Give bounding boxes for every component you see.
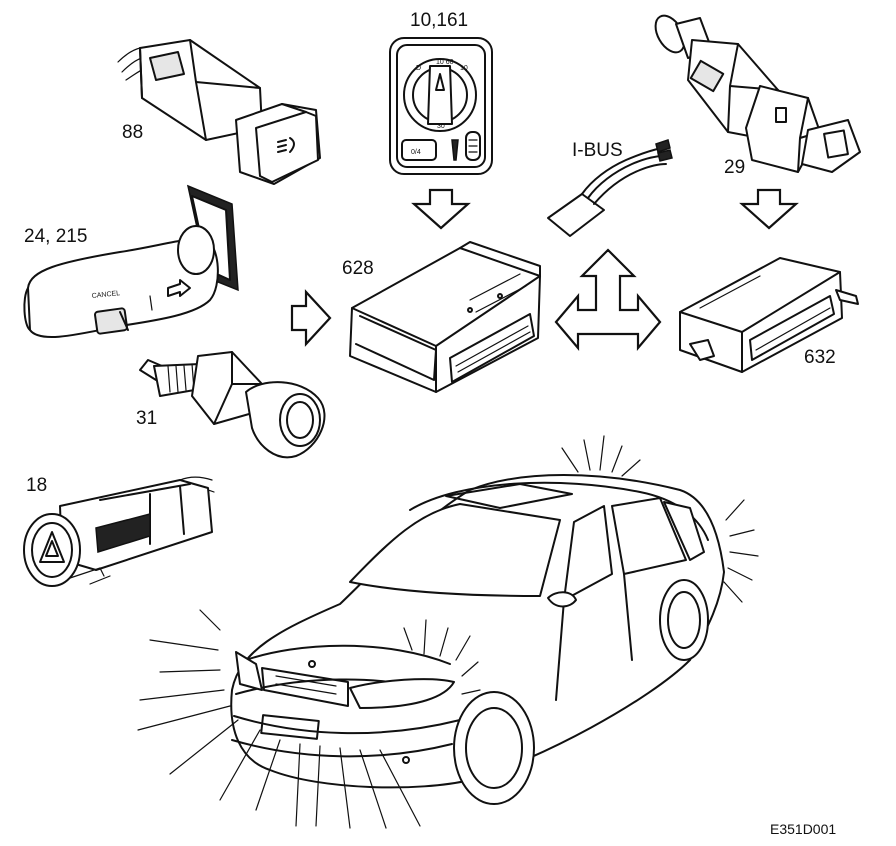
label-sensor: 31 xyxy=(136,408,157,429)
label-ibus: I-BUS xyxy=(572,140,623,161)
label-fog-switch: 88 xyxy=(122,122,143,143)
three-way-arrow xyxy=(554,248,662,352)
figure-code: E351D001 xyxy=(770,821,836,837)
car-illustration xyxy=(230,474,725,805)
arrow-down-light-switch xyxy=(411,188,471,230)
arrow-right-to-628 xyxy=(290,289,332,347)
dial-mark-left: D xyxy=(416,65,421,72)
dial-mark-right: 10 xyxy=(460,65,468,72)
pressure-sensor xyxy=(139,351,326,459)
cruise-control-stalk: CANCEL xyxy=(23,184,239,338)
arrow-down-brake-switch xyxy=(739,188,799,230)
dial-mark-top: 10 60 xyxy=(436,59,454,66)
label-brake-switch: 29 xyxy=(724,157,745,178)
fog-light-icon xyxy=(277,137,295,153)
dial-mark-bottom: 30 xyxy=(437,123,445,130)
hazard-triangle-icon xyxy=(39,531,65,563)
label-main-unit: 628 xyxy=(342,258,374,279)
fog-light-switch xyxy=(117,39,321,185)
remote-control-module xyxy=(679,257,859,373)
light-rays xyxy=(137,435,759,829)
button-mark: 0/4 xyxy=(411,149,421,156)
hazard-switch xyxy=(23,476,215,587)
stalk-cancel-text: CANCEL xyxy=(91,290,120,300)
label-stalk: 24, 215 xyxy=(24,226,87,247)
brake-light-switch xyxy=(654,14,861,173)
main-control-module xyxy=(349,241,541,393)
label-hazard: 18 xyxy=(26,475,47,496)
label-remote-unit: 632 xyxy=(804,347,836,368)
label-light-switch: 10,161 xyxy=(410,10,468,31)
ibus-connector xyxy=(547,139,673,237)
light-switch-panel: 10 60 D 10 30 0/4 xyxy=(389,37,493,175)
arrow-right-icon xyxy=(167,279,191,297)
